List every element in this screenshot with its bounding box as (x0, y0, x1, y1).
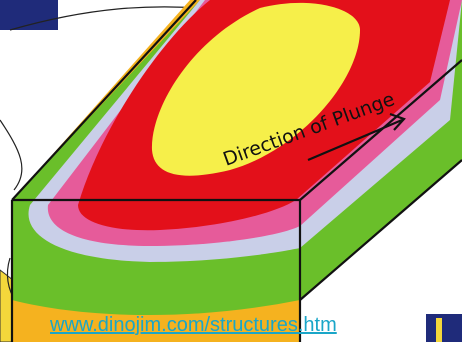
slide-accent-bar (436, 318, 442, 342)
block-outline-right-edge (299, 159, 462, 301)
source-link[interactable]: www.dinojim.com/structures.htm (50, 314, 337, 336)
slide-frame-top-left (0, 0, 58, 30)
slide-frame-bottom-right (426, 314, 462, 342)
fold-layer-core-yellow (151, 2, 360, 176)
plunge-arrow-shaft (307, 118, 403, 162)
plunge-arrow-head-icon (389, 112, 406, 131)
slide-decoration-curve-left (0, 119, 23, 191)
block-outline-top-left-edge (11, 0, 197, 201)
